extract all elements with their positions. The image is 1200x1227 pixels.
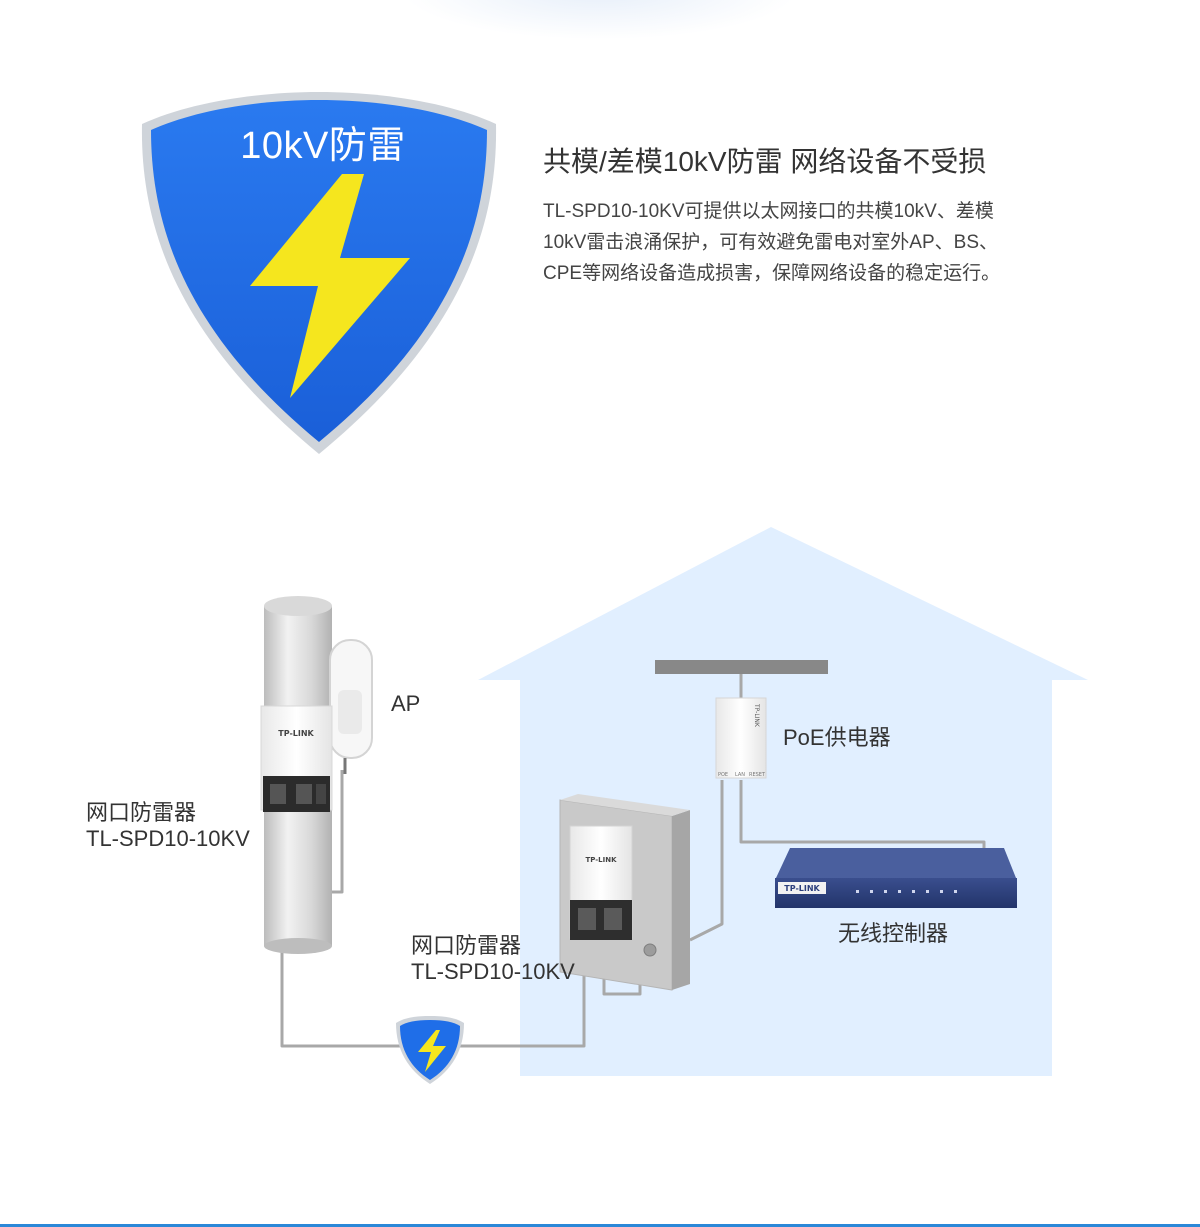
description-line: TL-SPD10-10KV可提供以太网接口的共模10kV、差模 (543, 201, 994, 222)
indoor-spd-label: 网口防雷器 TL-SPD10-10KV (411, 933, 575, 985)
poe-injector: TP-LINK POE LAN RESET (715, 697, 767, 779)
outdoor-surge-protector: TP-LINK (260, 705, 333, 812)
small-lightning-shield (396, 1016, 464, 1084)
wireless-controller-label: 无线控制器 (838, 921, 949, 946)
lightning-bolt-icon (418, 1030, 446, 1072)
brand-logo: TP-LINK (278, 729, 314, 738)
headline: 共模/差模10kV防雷 网络设备不受损 (543, 146, 987, 177)
lan-port-label: LAN (735, 772, 745, 778)
description: TL-SPD10-10KV可提供以太网接口的共模10kV、差模 10kV雷击浪涌… (543, 196, 1083, 289)
indoor-spd-model: TL-SPD10-10KV (411, 959, 575, 984)
lightning-shield-badge: 10kV防雷 (138, 88, 500, 458)
top-glow (400, 0, 800, 40)
brand-logo: TP-LINK (784, 884, 820, 893)
indoor-surge-protector: TP-LINK (569, 825, 633, 940)
lightning-bolt-icon (250, 174, 410, 398)
poe-port-label: POE (718, 772, 728, 778)
brand-logo: TP-LINK (585, 856, 617, 864)
ap-label: AP (391, 691, 421, 716)
ceiling-mount (655, 660, 828, 674)
bottom-accent-line (0, 1224, 1200, 1227)
reset-port-label: RESET (749, 772, 766, 778)
indoor-spd-name: 网口防雷器 (411, 933, 522, 958)
shield-title: 10kV防雷 (240, 125, 406, 167)
poe-injector-label: PoE供电器 (783, 725, 891, 750)
shield-icon (141, 92, 497, 454)
brand-logo: TP-LINK (753, 703, 760, 728)
wireless-controller: TP-LINK (775, 848, 1017, 908)
outdoor-spd-label: 网口防雷器 TL-SPD10-10KV (86, 800, 250, 852)
outdoor-spd-model: TL-SPD10-10KV (86, 826, 250, 851)
outdoor-spd-name: 网口防雷器 (86, 800, 197, 825)
access-point (329, 639, 373, 774)
description-line: 10kV雷击浪涌保护，可有效避免雷电对室外AP、BS、 (543, 232, 998, 253)
description-line: CPE等网络设备造成损害，保障网络设备的稳定运行。 (543, 263, 1001, 284)
